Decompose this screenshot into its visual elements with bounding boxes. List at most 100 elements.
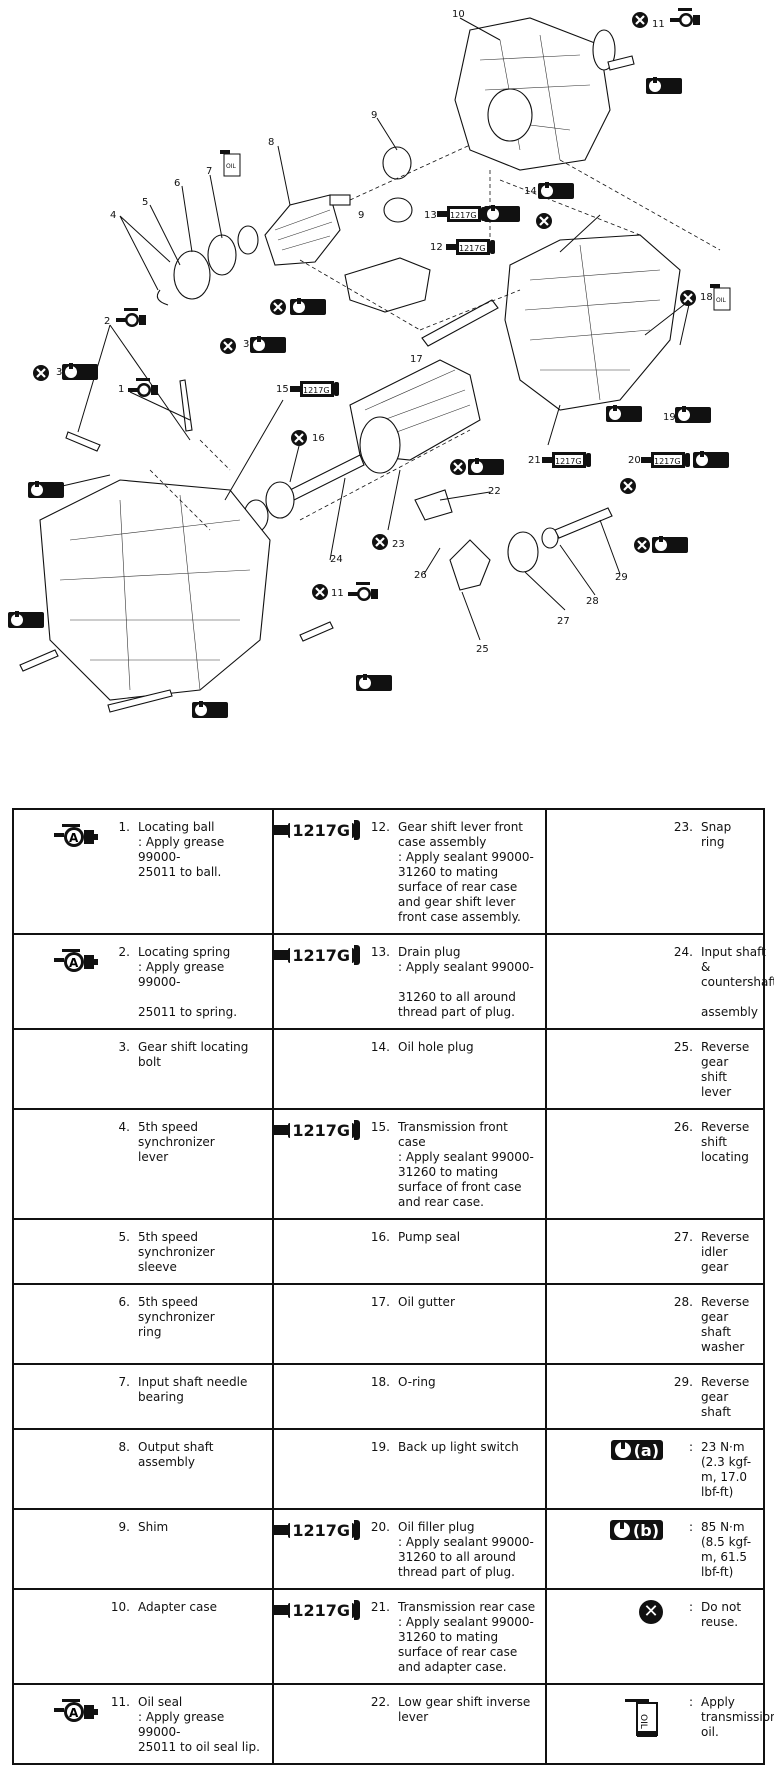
legend-number: 29. <box>673 1375 693 1389</box>
transmission-rear-case <box>504 234 681 411</box>
reverse-idler-gear <box>507 531 539 573</box>
sealant-icon: 1217G <box>274 1520 364 1540</box>
oil-can-icon: OIL <box>220 150 241 177</box>
legend-number: 28. <box>673 1295 693 1309</box>
no-reuse-icon <box>534 211 554 231</box>
torque-b-icon <box>8 611 44 628</box>
legend-number: 13. <box>370 945 390 959</box>
legend-cell: 5. 5th speed synchronizer sleeve <box>12 1218 274 1285</box>
legend-cell: 6.5th speed synchronizer ring <box>12 1283 274 1365</box>
legend-description: Gear shift locating bolt <box>138 1040 249 1069</box>
synchronizer-ring <box>207 234 237 276</box>
callout-4: 4 <box>110 210 116 221</box>
callout-11b: 11 <box>331 588 344 599</box>
callout-5: 5 <box>142 197 148 208</box>
legend-cell: 18.O-ring <box>272 1363 547 1430</box>
callout-3: 3 <box>56 367 62 378</box>
no-reuse-icon <box>218 336 238 356</box>
legend-description: Low gear shift inverse lever <box>398 1695 531 1724</box>
sealant-label: 1217G <box>450 211 477 220</box>
grease-icon: A <box>20 1695 104 1725</box>
legend-description: Transmission front case : Apply sealant … <box>398 1120 534 1209</box>
legend-cell: 24.Input shaft & countershaft assembly <box>545 933 774 1030</box>
legend-cell: 26.Reverse shift locating <box>545 1108 765 1220</box>
synchronizer-lever <box>156 289 169 306</box>
svg-text:OIL: OIL <box>716 297 726 304</box>
svg-text:OIL: OIL <box>638 1714 648 1729</box>
legend-number: : <box>688 1600 693 1614</box>
svg-text:A: A <box>69 1706 79 1720</box>
legend-description: 5th speed synchronizer lever <box>138 1120 215 1164</box>
shim-upper <box>382 146 412 180</box>
callout-25: 25 <box>476 644 489 655</box>
legend-cell: 14.Oil hole plug <box>272 1028 547 1110</box>
callout-23: 23 <box>392 539 405 550</box>
legend-description: Pump seal <box>398 1230 461 1244</box>
legend-number: 14. <box>370 1040 390 1054</box>
torque-b-icon: (b) <box>553 1520 667 1540</box>
legend-number: 4. <box>118 1120 130 1134</box>
legend-number: 5. <box>118 1230 130 1244</box>
bolt <box>179 379 193 432</box>
callout-13: 13 <box>424 210 437 221</box>
legend-description: 5th speed synchronizer sleeve <box>138 1230 215 1274</box>
legend-cell: (a):23 N·m (2.3 kgf- m, 17.0 lbf-ft) <box>545 1428 765 1510</box>
legend-description: Snap ring <box>701 820 732 849</box>
legend-cell: 10.Adapter case <box>12 1588 274 1685</box>
callout-17: 17 <box>410 354 423 365</box>
legend-cell: (b):85 N·m (8.5 kgf- m, 61.5 lbf-ft) <box>545 1508 765 1590</box>
legend-description: Do not reuse. <box>701 1600 742 1629</box>
grease-icon: A <box>20 820 104 850</box>
legend-cell: 17.Oil gutter <box>272 1283 547 1365</box>
gear-shift-lever-case <box>344 257 431 313</box>
legend-number: 25. <box>673 1040 693 1054</box>
legend-number: : <box>688 1440 693 1454</box>
legend-number: 24. <box>673 945 693 959</box>
torque-a-icon <box>538 182 574 199</box>
no-reuse-icon <box>289 428 309 448</box>
svg-text:A: A <box>69 831 79 845</box>
legend-number: 3. <box>118 1040 130 1054</box>
pump-seal <box>265 481 295 519</box>
legend-cell: ✕:Do not reuse. <box>545 1588 765 1685</box>
callout-29: 29 <box>615 572 628 583</box>
legend-description: Back up light switch <box>398 1440 519 1454</box>
needle-bearing <box>237 225 259 255</box>
legend-description: Apply transmission oil. <box>701 1695 774 1739</box>
legend-description: Output shaft assembly <box>138 1440 214 1469</box>
legend-description: 5th speed synchronizer ring <box>138 1295 215 1339</box>
low-gear-shift-inverse-lever <box>414 489 453 521</box>
legend-cell: 23.Snap ring <box>545 808 765 935</box>
callout-16: 16 <box>312 433 325 444</box>
callout-6: 6 <box>174 178 180 189</box>
no-reuse-icon <box>630 10 650 30</box>
callout-10: 10 <box>452 9 465 20</box>
legend-number: 15. <box>370 1120 390 1134</box>
callout-20: 20 <box>628 455 641 466</box>
legend-description: O-ring <box>398 1375 436 1389</box>
legend-number: 7. <box>118 1375 130 1389</box>
transmission-front-case <box>39 479 271 701</box>
legend-description: Reverse gear shaft washer <box>701 1295 750 1354</box>
legend-description: Adapter case <box>138 1600 218 1614</box>
torque-a-icon <box>606 405 642 422</box>
legend-cell: 8.Output shaft assembly <box>12 1428 274 1510</box>
legend-number: : <box>688 1520 693 1534</box>
legend-row: 3. Gear shift locating bolt 14.Oil hole pl… <box>12 1028 765 1110</box>
legend-number: 1. <box>118 820 130 834</box>
legend-number: 17. <box>370 1295 390 1309</box>
svg-text:OIL: OIL <box>226 163 236 170</box>
callout-12: 12 <box>430 242 443 253</box>
no-reuse-icon <box>310 582 330 602</box>
adapter-case <box>454 17 635 171</box>
